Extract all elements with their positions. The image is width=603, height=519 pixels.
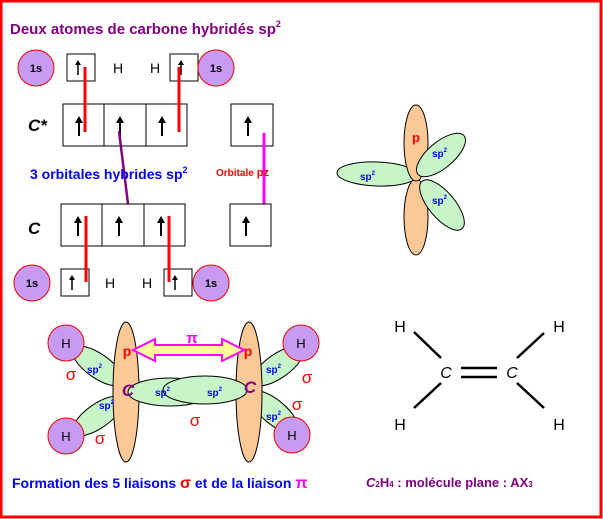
- electron-box: [66, 53, 96, 82]
- hydrogen-label: H: [105, 275, 115, 291]
- svg-text:H: H: [287, 428, 296, 443]
- orbital-label: 1s: [210, 63, 222, 75]
- title: Deux atomes de carbone hybridés sp2: [10, 19, 281, 38]
- svg-text:H: H: [553, 319, 565, 336]
- pi-bond-arrow-icon: [130, 337, 247, 363]
- sigma-label: σ: [302, 368, 313, 387]
- p-label: p: [412, 130, 420, 145]
- hydrogen-label: H: [150, 60, 160, 76]
- pi-label: π: [186, 330, 198, 347]
- c-star-boxes: [62, 103, 274, 147]
- svg-text:sp2: sp2: [432, 148, 448, 160]
- molecule-caption: C2H4 : molécule plane : AX3: [366, 475, 533, 490]
- svg-text:H: H: [394, 417, 406, 434]
- electron-box: [169, 53, 199, 82]
- sigma-label: σ: [292, 395, 303, 414]
- c-boxes: [60, 203, 272, 247]
- formation-caption: Formation des 5 liaisons σ et de la liai…: [12, 475, 308, 492]
- svg-text:sp2: sp2: [99, 400, 115, 412]
- sigma-label: σ: [95, 429, 106, 448]
- svg-text:sp2: sp2: [266, 411, 282, 423]
- ethylene-structure: H H H H C C: [394, 319, 565, 434]
- svg-text:sp2: sp2: [266, 364, 282, 376]
- svg-text:sp2: sp2: [207, 387, 223, 399]
- orbital-label: 1s: [30, 63, 42, 75]
- c-star-label: C*: [28, 116, 48, 135]
- hydrogen-label: H: [113, 60, 123, 76]
- svg-text:C: C: [506, 365, 518, 382]
- h-1s-orbital: [197, 49, 235, 87]
- svg-text:H: H: [61, 429, 70, 444]
- svg-text:sp2: sp2: [432, 195, 448, 207]
- svg-text:H: H: [553, 417, 565, 434]
- svg-text:sp2: sp2: [155, 387, 171, 399]
- sigma-label: σ: [66, 365, 77, 384]
- svg-text:H: H: [61, 336, 70, 351]
- c-label: C: [28, 219, 41, 238]
- svg-text:sp2: sp2: [360, 171, 376, 183]
- svg-text:C: C: [244, 378, 257, 397]
- svg-text:H: H: [394, 319, 406, 336]
- svg-text:C: C: [440, 365, 452, 382]
- svg-text:sp2: sp2: [87, 364, 103, 376]
- ethylene-orbital-overlap: H H H H C C p p π sp2 sp2 sp2 sp2 sp2 sp…: [47, 321, 320, 463]
- orbital-label: 1s: [205, 278, 217, 290]
- sp2-carbon-orbitals: p sp2 sp2 sp2: [336, 104, 466, 256]
- hydrogen-label: H: [142, 275, 152, 291]
- sigma-label: σ: [190, 411, 201, 430]
- orbital-label: 1s: [26, 278, 38, 290]
- h-1s-orbital: [17, 49, 55, 87]
- svg-text:p: p: [123, 343, 132, 359]
- svg-text:H: H: [296, 336, 305, 351]
- hybrid-orbitals-label: 3 orbitales hybrides sp2: [30, 165, 188, 182]
- top-hydrogen-row: 1s H H 1s: [17, 49, 235, 87]
- svg-text:C: C: [122, 381, 135, 400]
- svg-text:p: p: [244, 343, 253, 359]
